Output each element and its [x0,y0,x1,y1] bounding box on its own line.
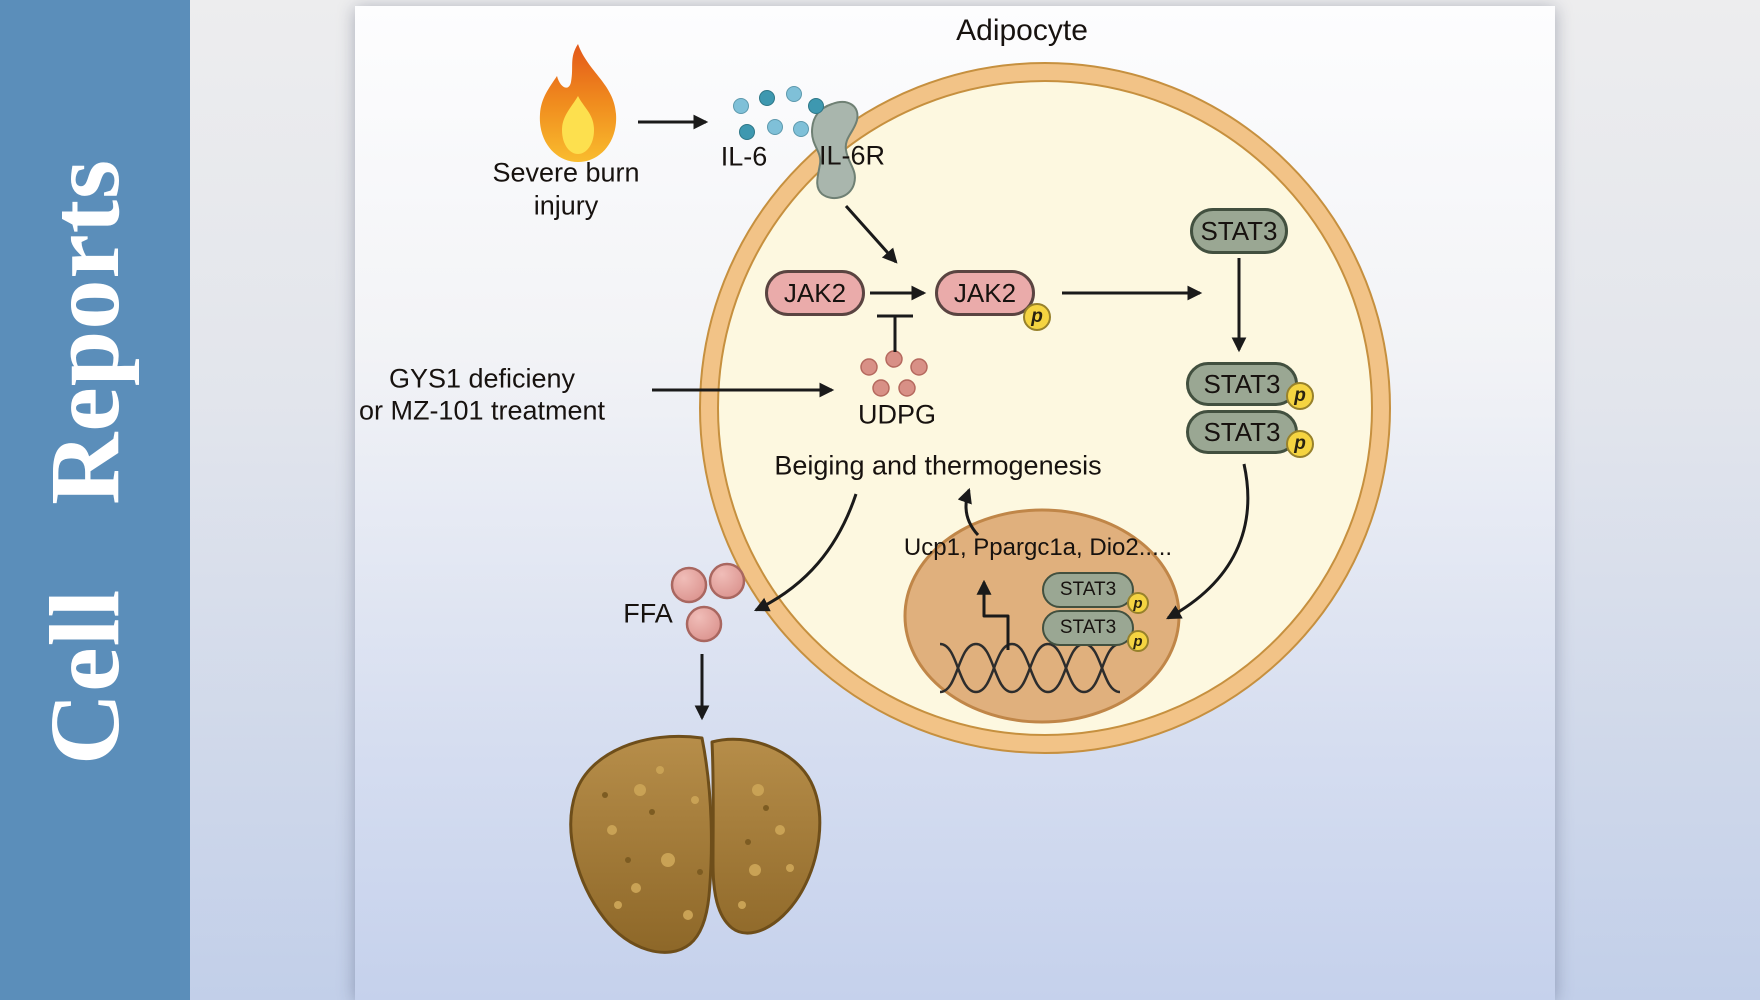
figure-panel [355,6,1555,1000]
nuclear-stat3-bottom-node: STAT3 [1042,610,1134,646]
jak2-phospho-node-label: JAK2 [953,277,1017,308]
udpg-label: UDPG [857,399,937,430]
stat3-dimer-top-node: STAT3 [1186,362,1298,406]
target-genes-label: Ucp1, Ppargc1a, Dio2..... [903,534,1173,562]
beiging-label: Beiging and thermogenesis [774,450,1102,481]
burn-label-line1: Severe burn [492,157,640,188]
phospho-badge-jak2: p [1023,303,1051,331]
gys1-label-line1: GYS1 deficieny [388,363,576,394]
stat3-dimer-top-label: STAT3 [1203,368,1281,399]
nuclear-stat3-top-node: STAT3 [1042,572,1134,608]
nuclear-stat3-top-label: STAT3 [1059,579,1117,600]
phospho-badge-dimer-bottom-label: p [1294,433,1306,454]
phospho-badge-dimer-top-label: p [1294,385,1306,406]
jak2-phospho-node: JAK2 [935,270,1035,316]
stat3-dimer-bottom-label: STAT3 [1203,416,1281,447]
journal-banner: Cell Reports [0,0,190,1000]
phospho-badge-dimer-top: p [1286,382,1314,410]
gys1-label-line2: or MZ-101 treatment [358,395,606,426]
adipocyte-label: Adipocyte [956,13,1088,47]
il6-label: IL-6 [720,141,768,172]
stat3-node: STAT3 [1190,208,1288,254]
jak2-node: JAK2 [765,270,865,316]
stat3-node-label: STAT3 [1200,215,1278,246]
burn-label-line2: injury [533,190,599,221]
phospho-badge-nuclear-top-label: p [1133,594,1143,612]
nuclear-stat3-bottom-label: STAT3 [1059,617,1117,638]
phospho-badge-dimer-bottom: p [1286,430,1314,458]
phospho-badge-jak2-label: p [1031,306,1043,327]
il6r-label: IL-6R [818,140,886,171]
jak2-node-label: JAK2 [783,277,847,308]
phospho-badge-nuclear-top: p [1127,592,1149,614]
phospho-badge-nuclear-bottom: p [1127,630,1149,652]
ffa-label: FFA [623,598,673,629]
phospho-badge-nuclear-bottom-label: p [1133,632,1143,650]
stat3-dimer-bottom-node: STAT3 [1186,410,1298,454]
journal-title: Cell Reports [29,159,140,765]
